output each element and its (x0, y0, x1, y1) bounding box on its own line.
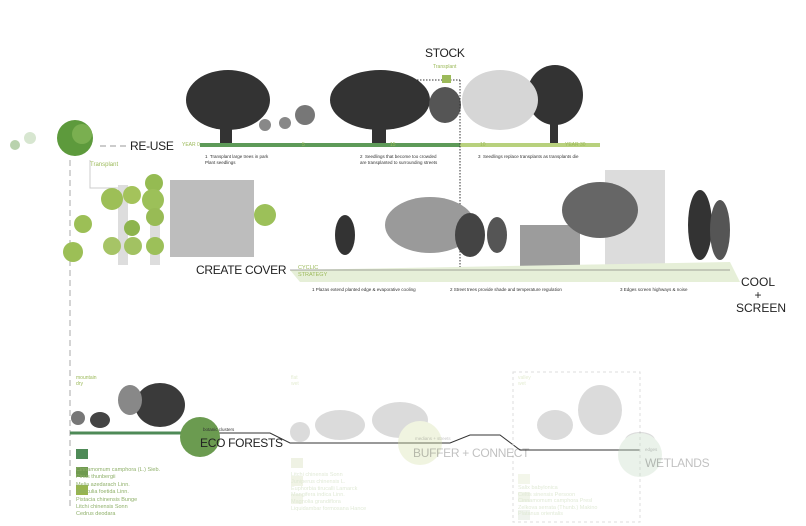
swatch (291, 476, 303, 486)
swatch (76, 485, 88, 495)
cover-step-3: 3 Edges screen highways & noise (620, 287, 688, 292)
species-item: Litchi chinensis Sonn (291, 472, 343, 478)
zone-condition: flat wet (291, 375, 299, 387)
swatch (518, 474, 530, 484)
species-item: Litchi chinensis Sonn (76, 504, 128, 511)
reuse-timeline-bar (200, 143, 600, 147)
zone-swatches (291, 455, 306, 509)
timeline-start: YEAR 0 (182, 142, 200, 148)
swatch (518, 492, 530, 502)
zone-cluster-label: edges (645, 447, 658, 452)
cover-step-2: 2 Street trees provide shade and tempera… (450, 287, 562, 292)
species-item: Euphorbia tirucalli Lamarck (291, 485, 358, 492)
species-item: Zelkova serrata (Thunb.) Makino (518, 504, 598, 511)
swatch (76, 467, 88, 477)
timeline-mark: 10 (480, 142, 486, 148)
timeline-mark: 5 (302, 142, 305, 148)
reuse-tree-silhouettes (186, 65, 583, 145)
screen-label: SCREEN (736, 301, 787, 315)
timeline-end: YEAR 30 (565, 142, 586, 148)
reuse-title: RE-USE (130, 139, 174, 153)
plan-view-trees (10, 120, 276, 510)
species-item: Cedrus deodara (76, 511, 116, 518)
plus-label: + (754, 288, 762, 302)
species-item: Mangifera indica Linn. (291, 492, 345, 499)
zone-title: ECO FORESTS (200, 436, 283, 450)
species-item: Juniperus chinensis L. (291, 478, 346, 485)
swatch (518, 510, 530, 520)
species-list: Salix babylonica Celtis sinensis Persoon… (518, 485, 597, 518)
zone-title: BUFFER + CONNECT (413, 446, 530, 460)
stock-sublabel: Transplant (433, 64, 457, 70)
swatch (291, 494, 303, 504)
zone-swatches (76, 446, 91, 500)
reuse-step-1: 1 Transplant large trees in park Plant s… (205, 154, 269, 165)
cool-label: COOL (740, 275, 775, 289)
zone-title: WETLANDS (645, 456, 710, 470)
create-cover-title: CREATE COVER (196, 263, 287, 277)
species-item: Melia azedarach Linn. (76, 481, 130, 488)
cyclic-strategy-label: CYCLIC STRATEGY (298, 265, 328, 278)
zone-condition: valley wet (518, 375, 531, 387)
zone-swatches (518, 471, 533, 525)
stock-label: STOCK (425, 46, 465, 60)
cover-step-1: 1 Plazas extend planted edge & evaporati… (312, 287, 416, 292)
species-list: Cinnamomum camphora (L.) Sieb. Pinus thu… (76, 467, 160, 519)
zone-cluster-label: botanic clusters (203, 427, 235, 432)
species-item: Liquidambar formosana Hance (291, 505, 367, 512)
zone-cluster-label: medians + streets (415, 436, 451, 441)
buffer-trees (290, 402, 442, 465)
cool-screen-title: COOL + SCREEN (736, 275, 787, 315)
stock-icon (442, 75, 451, 83)
species-item: Sterculia foetida Linn. (76, 489, 129, 496)
species-item: Salix babylonica (518, 485, 558, 491)
species-item: Celtis sinensis Persoon (518, 491, 576, 498)
species-item: Pinus thunbergii (76, 474, 116, 481)
species-list: Litchi chinensis Sonn Juniperus chinensi… (291, 472, 366, 513)
species-item: Cinnamomum camphora (L.) Sieb. (76, 467, 161, 473)
species-item: Platanus orientalis (518, 511, 563, 517)
eco-forest-trees (71, 383, 185, 428)
reuse-step-3: 3 Seedlings replace transplants as trans… (478, 154, 579, 159)
swatch (76, 449, 88, 459)
zone-condition: mountain dry (76, 375, 97, 387)
species-item: Pistacia chinensis Bunge (76, 496, 138, 503)
wetland-trees (537, 385, 662, 477)
species-item: Cinnamomum camphora Presl (518, 498, 593, 504)
species-item: Magnolia grandiflora (291, 499, 341, 506)
swatch (291, 458, 303, 468)
reuse-step-2: 2 Seedlings that become too crowded are … (360, 154, 438, 165)
cover-tree-silhouettes (335, 182, 730, 260)
transplant-label: Transplant (90, 162, 119, 168)
timeline-mark: 15 (390, 142, 396, 148)
